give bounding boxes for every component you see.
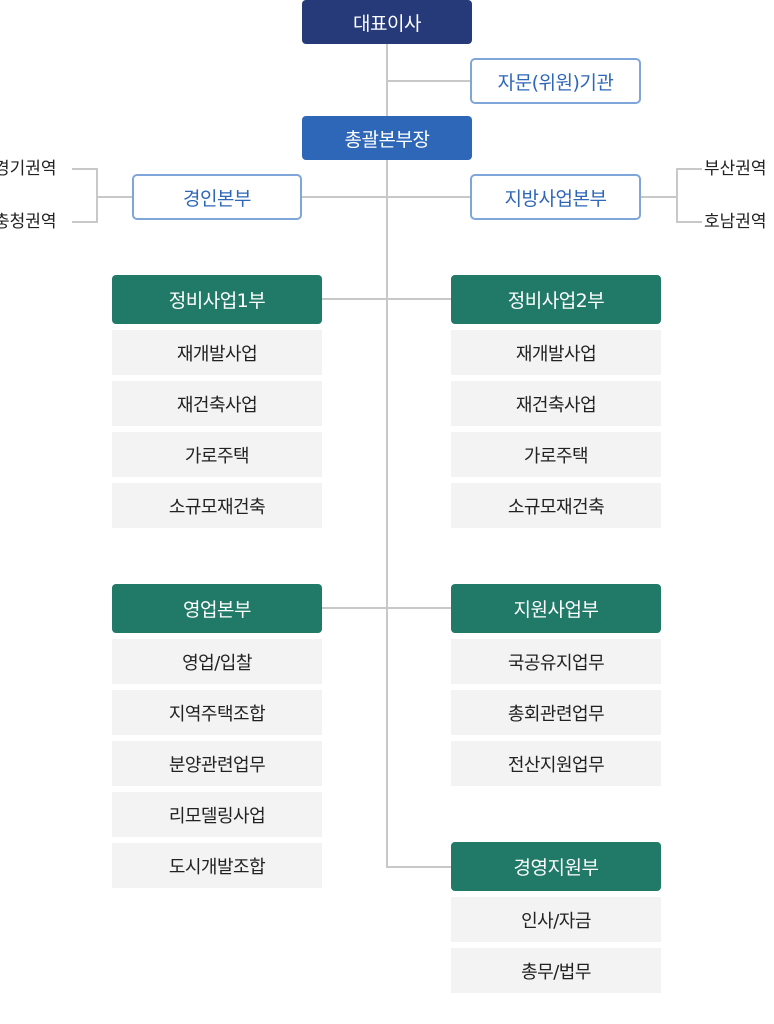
right-region-2: 호남권역 — [704, 212, 767, 232]
dept2-item: 재개발사업 — [451, 330, 661, 375]
dept5-item: 총무/법무 — [451, 948, 661, 993]
dept3-item: 분양관련업무 — [112, 741, 322, 786]
dept3-item: 리모델링사업 — [112, 792, 322, 837]
dept4-item: 전산지원업무 — [451, 741, 661, 786]
dept2-header: 정비사업2부 — [451, 275, 661, 324]
left-bracket-vertical — [96, 168, 98, 223]
left-bracket-bottom — [72, 221, 98, 223]
right-region-1: 부산권역 — [704, 159, 767, 179]
right-bracket-connector — [640, 196, 678, 198]
right-bracket-vertical — [676, 168, 678, 223]
dept-row2-line — [320, 607, 452, 609]
dept1-item: 재건축사업 — [112, 381, 322, 426]
dept1-item: 소규모재건축 — [112, 483, 322, 528]
advisory-box: 자문(위원)기관 — [470, 58, 641, 104]
dept-row3-line — [386, 866, 452, 868]
dept1-header: 정비사업1부 — [112, 275, 322, 324]
right-hq-box: 지방사업본부 — [470, 174, 641, 220]
dept5-header: 경영지원부 — [451, 842, 661, 891]
left-region-2: 충청권역 — [0, 212, 57, 232]
hq-horizontal-line — [300, 196, 472, 198]
left-bracket-connector — [98, 196, 132, 198]
general-manager-box: 총괄본부장 — [302, 116, 472, 160]
left-hq-box: 경인본부 — [132, 174, 302, 220]
dept3-item: 지역주택조합 — [112, 690, 322, 735]
dept2-item: 가로주택 — [451, 432, 661, 477]
main-vertical-line — [386, 42, 388, 867]
ceo-box: 대표이사 — [302, 0, 472, 44]
advisory-connector — [386, 80, 472, 82]
left-bracket-top — [72, 168, 98, 170]
dept1-item: 가로주택 — [112, 432, 322, 477]
dept4-item: 국공유지업무 — [451, 639, 661, 684]
dept2-item: 재건축사업 — [451, 381, 661, 426]
dept2-item: 소규모재건축 — [451, 483, 661, 528]
dept-row1-line — [320, 298, 452, 300]
dept4-header: 지원사업부 — [451, 584, 661, 633]
right-bracket-top — [676, 168, 702, 170]
dept5-item: 인사/자금 — [451, 897, 661, 942]
left-region-1: 경기권역 — [0, 159, 57, 179]
dept3-header: 영업본부 — [112, 584, 322, 633]
dept3-item: 영업/입찰 — [112, 639, 322, 684]
dept4-item: 총회관련업무 — [451, 690, 661, 735]
dept1-item: 재개발사업 — [112, 330, 322, 375]
right-bracket-bottom — [676, 221, 702, 223]
dept3-item: 도시개발조합 — [112, 843, 322, 888]
